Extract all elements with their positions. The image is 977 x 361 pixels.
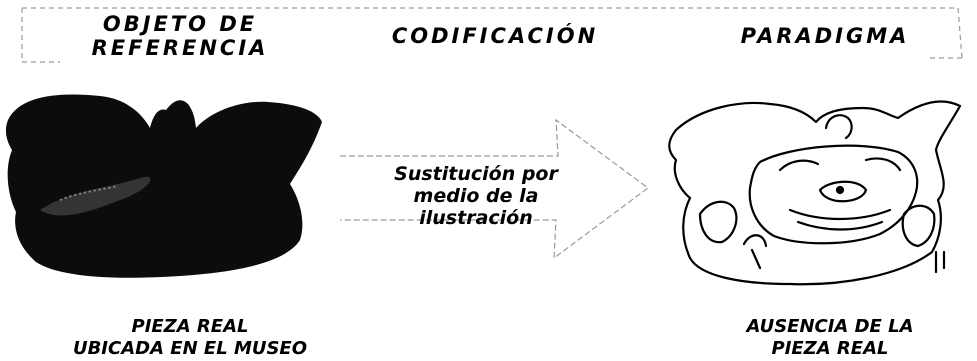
header-frame: [21, 7, 963, 63]
header-coding: CODIFICACIÓN: [391, 24, 599, 48]
caption-real-piece: PIEZA REAL UBICADA EN EL MUSEO: [72, 316, 308, 359]
caption-absence: AUSENCIA DE LA PIEZA REAL: [746, 316, 914, 359]
arrow-shape: [340, 118, 650, 260]
arrow-label: Sustitución por medio de la ilustración: [394, 163, 558, 229]
header-reference-object: OBJETO DE REFERENCIA: [91, 12, 269, 60]
paradigm-line-drawing: [668, 100, 962, 286]
header-paradigm: PARADIGMA: [740, 24, 910, 48]
real-piece-photo: [5, 94, 322, 278]
